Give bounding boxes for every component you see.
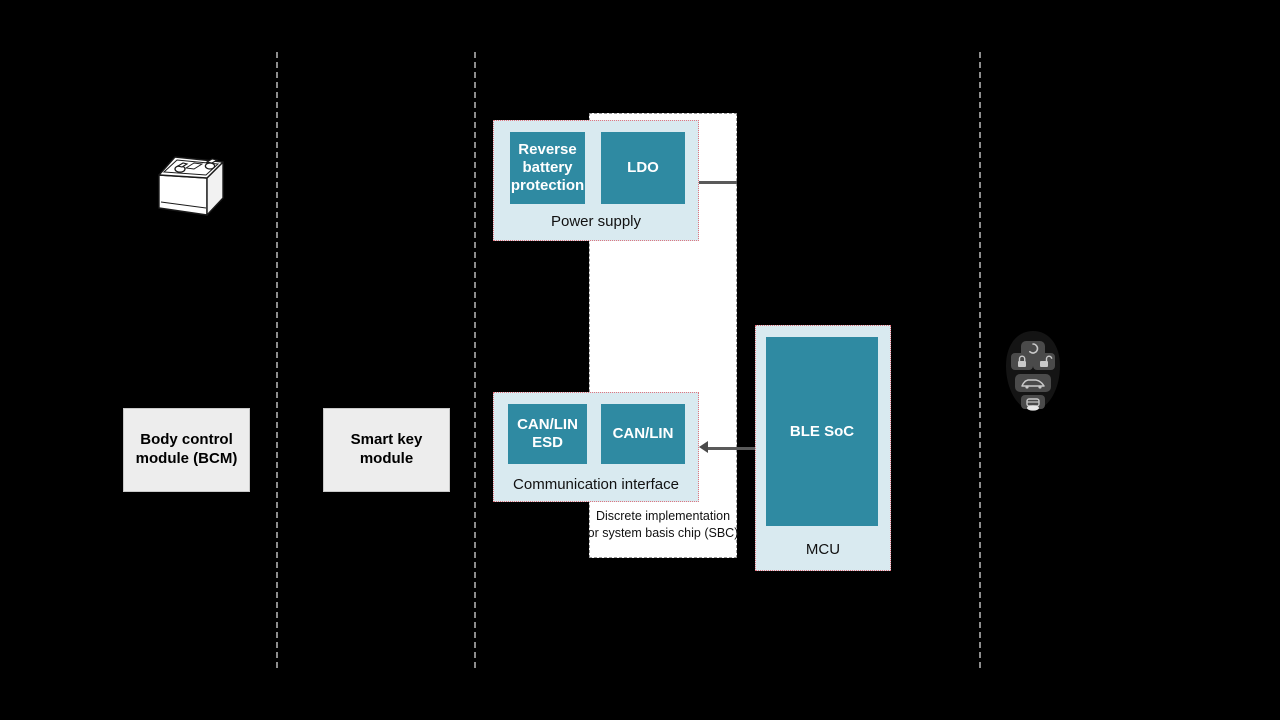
smart-key-line-1: Smart key <box>350 431 423 449</box>
rbp-line-1: Reverse <box>518 141 577 158</box>
chip-ldo[interactable]: LDO <box>601 132 685 204</box>
group-communication-interface-label: Communication interface <box>513 476 679 493</box>
sbc-caption-line-2: or system basis chip (SBC) <box>587 525 739 540</box>
chip-can-lin-esd-label: CAN/LIN ESD <box>517 416 578 452</box>
chip-ble-soc-label: BLE SoC <box>789 422 855 440</box>
chip-can-lin-label: CAN/LIN <box>612 425 674 442</box>
key-fob-icon <box>1003 330 1063 412</box>
bcm-line-1: Body control <box>140 431 233 449</box>
rbp-line-3: protection <box>510 177 585 194</box>
connector-power-supply <box>699 181 737 184</box>
chip-ldo-label: LDO <box>627 159 659 176</box>
connector-mcu-to-comm-arrowhead <box>699 441 708 453</box>
module-smart-key[interactable]: Smart key module <box>323 408 450 492</box>
module-smart-key-label: Smart key module <box>351 431 423 469</box>
divider-line-3 <box>979 52 981 668</box>
bcm-line-2: module (BCM) <box>135 450 238 467</box>
group-power-supply-label: Power supply <box>550 213 642 230</box>
rbp-line-2: battery <box>522 159 573 176</box>
divider-line-1 <box>276 52 278 668</box>
canlinesd-line-2: ESD <box>532 434 563 451</box>
sbc-caption: Discrete implementation or system basis … <box>586 508 740 541</box>
module-body-control-label: Body control module (BCM) <box>136 431 238 469</box>
chip-reverse-battery-protection-label: Reverse battery protection <box>511 141 584 195</box>
divider-line-2 <box>474 52 476 668</box>
chip-can-lin[interactable]: CAN/LIN <box>601 404 685 464</box>
car-battery-icon <box>152 142 228 216</box>
sbc-caption-line-1: Discrete implementation <box>595 509 731 523</box>
canlinesd-line-1: CAN/LIN <box>517 416 578 433</box>
chip-can-lin-esd[interactable]: CAN/LIN ESD <box>508 404 587 464</box>
chip-ble-soc[interactable]: BLE SoC <box>766 337 878 526</box>
connector-mcu-to-comm <box>708 447 755 450</box>
group-mcu-label: MCU <box>805 541 841 558</box>
chip-reverse-battery-protection[interactable]: Reverse battery protection <box>510 132 585 204</box>
module-body-control[interactable]: Body control module (BCM) <box>123 408 250 492</box>
smart-key-line-2: module <box>359 450 414 467</box>
